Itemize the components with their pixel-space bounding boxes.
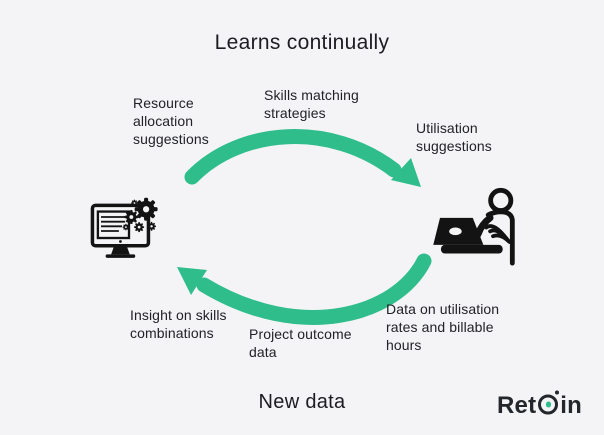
label-utilisation-suggestions: Utilisation suggestions: [416, 120, 492, 154]
person-at-laptop-icon: [433, 187, 515, 266]
retain-logo: Ret in: [496, 390, 582, 420]
feedback-arrow-head: [177, 267, 207, 295]
label-project-outcome: Project outcome data: [249, 326, 352, 360]
logo-green-dot: [545, 401, 552, 408]
logo-text-after: in: [560, 392, 582, 419]
label-skills-matching: Skills matching strategies: [264, 87, 359, 121]
label-insight-skills: Insight on skills combinations: [130, 307, 227, 341]
label-data-utilisation: Data on utilisation rates and billable h…: [386, 301, 500, 353]
diagram-title: Learns continually: [214, 31, 390, 54]
diagram-subtitle: New data: [258, 391, 346, 413]
label-resource-allocation: Resource allocation suggestions: [133, 95, 209, 147]
logo-a-mark: [538, 390, 560, 415]
logo-text-before: Ret: [496, 392, 537, 419]
computer-with-gears-icon: [90, 197, 158, 258]
logo-tittle-dot: [555, 390, 560, 395]
learning-arrow-head: [391, 158, 421, 187]
